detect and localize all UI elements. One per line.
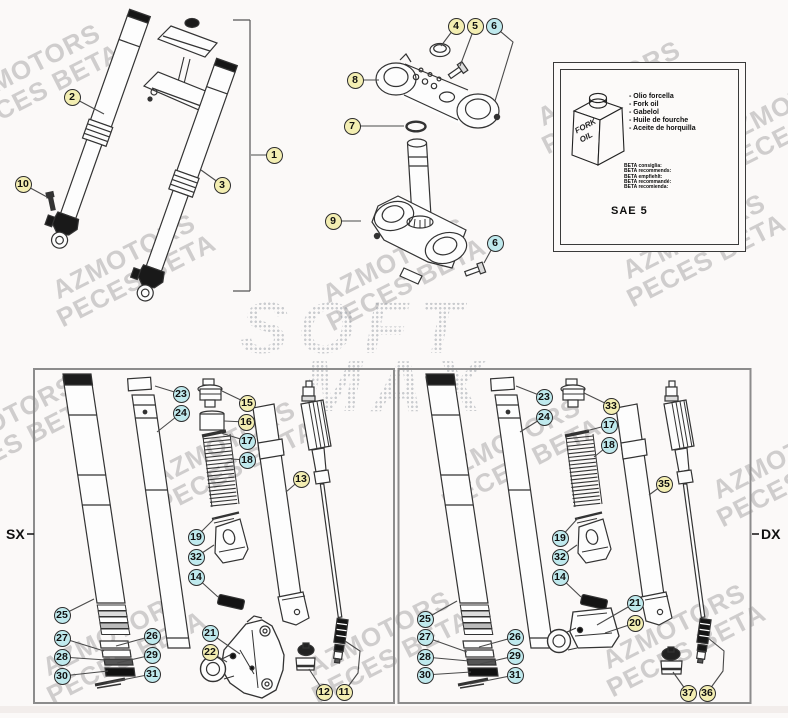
callout-fork-1[interactable]: 1 bbox=[265, 146, 283, 164]
oil-name: - Fork oil bbox=[629, 101, 659, 108]
callout-clamps-9[interactable]: 9 bbox=[324, 212, 342, 230]
oil-name-list: - Olio forcella - Fork oil - Gabelol - H… bbox=[629, 93, 696, 133]
callout-sx-23[interactable]: 23 bbox=[172, 385, 190, 403]
callout-sx-11[interactable]: 11 bbox=[335, 683, 353, 701]
callout-dx-19[interactable]: 19 bbox=[551, 529, 569, 547]
callout-clamps-5[interactable]: 5 bbox=[466, 17, 484, 35]
callout-clamps-7[interactable]: 7 bbox=[343, 117, 361, 135]
oil-box-inner-frame bbox=[560, 69, 739, 245]
steering-clamps-drawing bbox=[371, 42, 501, 285]
callout-clamps-4[interactable]: 4 bbox=[447, 17, 465, 35]
callout-fork-3[interactable]: 3 bbox=[213, 176, 231, 194]
sx-panel-border bbox=[33, 368, 395, 704]
callout-dx-29[interactable]: 29 bbox=[506, 647, 524, 665]
callout-sx-18[interactable]: 18 bbox=[238, 451, 256, 469]
callout-clamps-8[interactable]: 8 bbox=[346, 71, 364, 89]
oil-canister-drawing: FORK OIL bbox=[571, 92, 625, 166]
callout-dx-30[interactable]: 30 bbox=[416, 666, 434, 684]
fork-assembly-drawing bbox=[44, 8, 251, 302]
callout-sx-24[interactable]: 24 bbox=[172, 404, 190, 422]
oil-name: - Aceite de horquilla bbox=[629, 125, 696, 132]
callout-sx-26[interactable]: 26 bbox=[143, 627, 161, 645]
callout-dx-20[interactable]: 20 bbox=[626, 614, 644, 632]
callout-dx-28[interactable]: 28 bbox=[416, 648, 434, 666]
callout-dx-36[interactable]: 36 bbox=[698, 684, 716, 702]
callout-dx-17[interactable]: 17 bbox=[600, 416, 618, 434]
callout-fork-2[interactable]: 2 bbox=[63, 88, 81, 106]
oil-name: - Huile de fourche bbox=[629, 117, 689, 124]
callout-dx-24[interactable]: 24 bbox=[535, 408, 553, 426]
oil-recommendation: BETA recommends: bbox=[624, 168, 672, 175]
callout-dx-32[interactable]: 32 bbox=[551, 548, 569, 566]
callout-dx-37[interactable]: 37 bbox=[679, 684, 697, 702]
bottom-divider bbox=[0, 706, 788, 713]
dx-panel-border bbox=[397, 368, 752, 704]
callout-sx-19[interactable]: 19 bbox=[187, 528, 205, 546]
callout-dx-25[interactable]: 25 bbox=[416, 610, 434, 628]
callout-sx-31[interactable]: 31 bbox=[143, 665, 161, 683]
callout-dx-26[interactable]: 26 bbox=[506, 628, 524, 646]
callout-dx-23[interactable]: 23 bbox=[535, 388, 553, 406]
sx-panel-label: SX bbox=[6, 526, 25, 542]
callout-sx-15[interactable]: 15 bbox=[238, 394, 256, 412]
oil-name: - Olio forcella bbox=[629, 93, 674, 100]
oil-recommendation: BETA recommandé: bbox=[624, 178, 672, 185]
oil-grade: SAE 5 bbox=[611, 205, 648, 217]
callout-fork-10[interactable]: 10 bbox=[14, 175, 32, 193]
fork-oil-spec-box: FORK OIL - Olio forcella - Fork oil - Ga… bbox=[553, 62, 746, 252]
callout-clamps-6[interactable]: 6 bbox=[486, 234, 504, 252]
callout-sx-13[interactable]: 13 bbox=[292, 470, 310, 488]
callout-dx-33[interactable]: 33 bbox=[602, 397, 620, 415]
callout-sx-21[interactable]: 21 bbox=[201, 624, 219, 642]
callout-clamps-6[interactable]: 6 bbox=[485, 17, 503, 35]
callout-dx-31[interactable]: 31 bbox=[506, 666, 524, 684]
callout-sx-32[interactable]: 32 bbox=[187, 548, 205, 566]
callout-sx-25[interactable]: 25 bbox=[53, 606, 71, 624]
callout-sx-28[interactable]: 28 bbox=[53, 648, 71, 666]
callout-sx-30[interactable]: 30 bbox=[53, 667, 71, 685]
callout-sx-17[interactable]: 17 bbox=[238, 432, 256, 450]
oil-name: - Gabelol bbox=[629, 109, 659, 116]
callout-sx-29[interactable]: 29 bbox=[143, 646, 161, 664]
callout-sx-16[interactable]: 16 bbox=[237, 413, 255, 431]
callout-dx-35[interactable]: 35 bbox=[655, 475, 673, 493]
oil-recommendation: BETA recomienda: bbox=[624, 184, 669, 191]
oil-recommendation: BETA empfiehlt: bbox=[624, 173, 663, 180]
callout-sx-22[interactable]: 22 bbox=[201, 643, 219, 661]
dx-panel-label: DX bbox=[761, 526, 781, 542]
callout-dx-27[interactable]: 27 bbox=[416, 628, 434, 646]
callout-sx-14[interactable]: 14 bbox=[187, 568, 205, 586]
callout-dx-14[interactable]: 14 bbox=[551, 568, 569, 586]
callout-sx-12[interactable]: 12 bbox=[315, 683, 333, 701]
callout-sx-27[interactable]: 27 bbox=[53, 629, 71, 647]
callout-dx-21[interactable]: 21 bbox=[626, 594, 644, 612]
oil-recommendation: BETA consiglia: bbox=[624, 163, 662, 169]
callout-dx-18[interactable]: 18 bbox=[600, 436, 618, 454]
oil-recommendation-list: BETA consiglia: BETA recommends: BETA em… bbox=[624, 163, 672, 191]
